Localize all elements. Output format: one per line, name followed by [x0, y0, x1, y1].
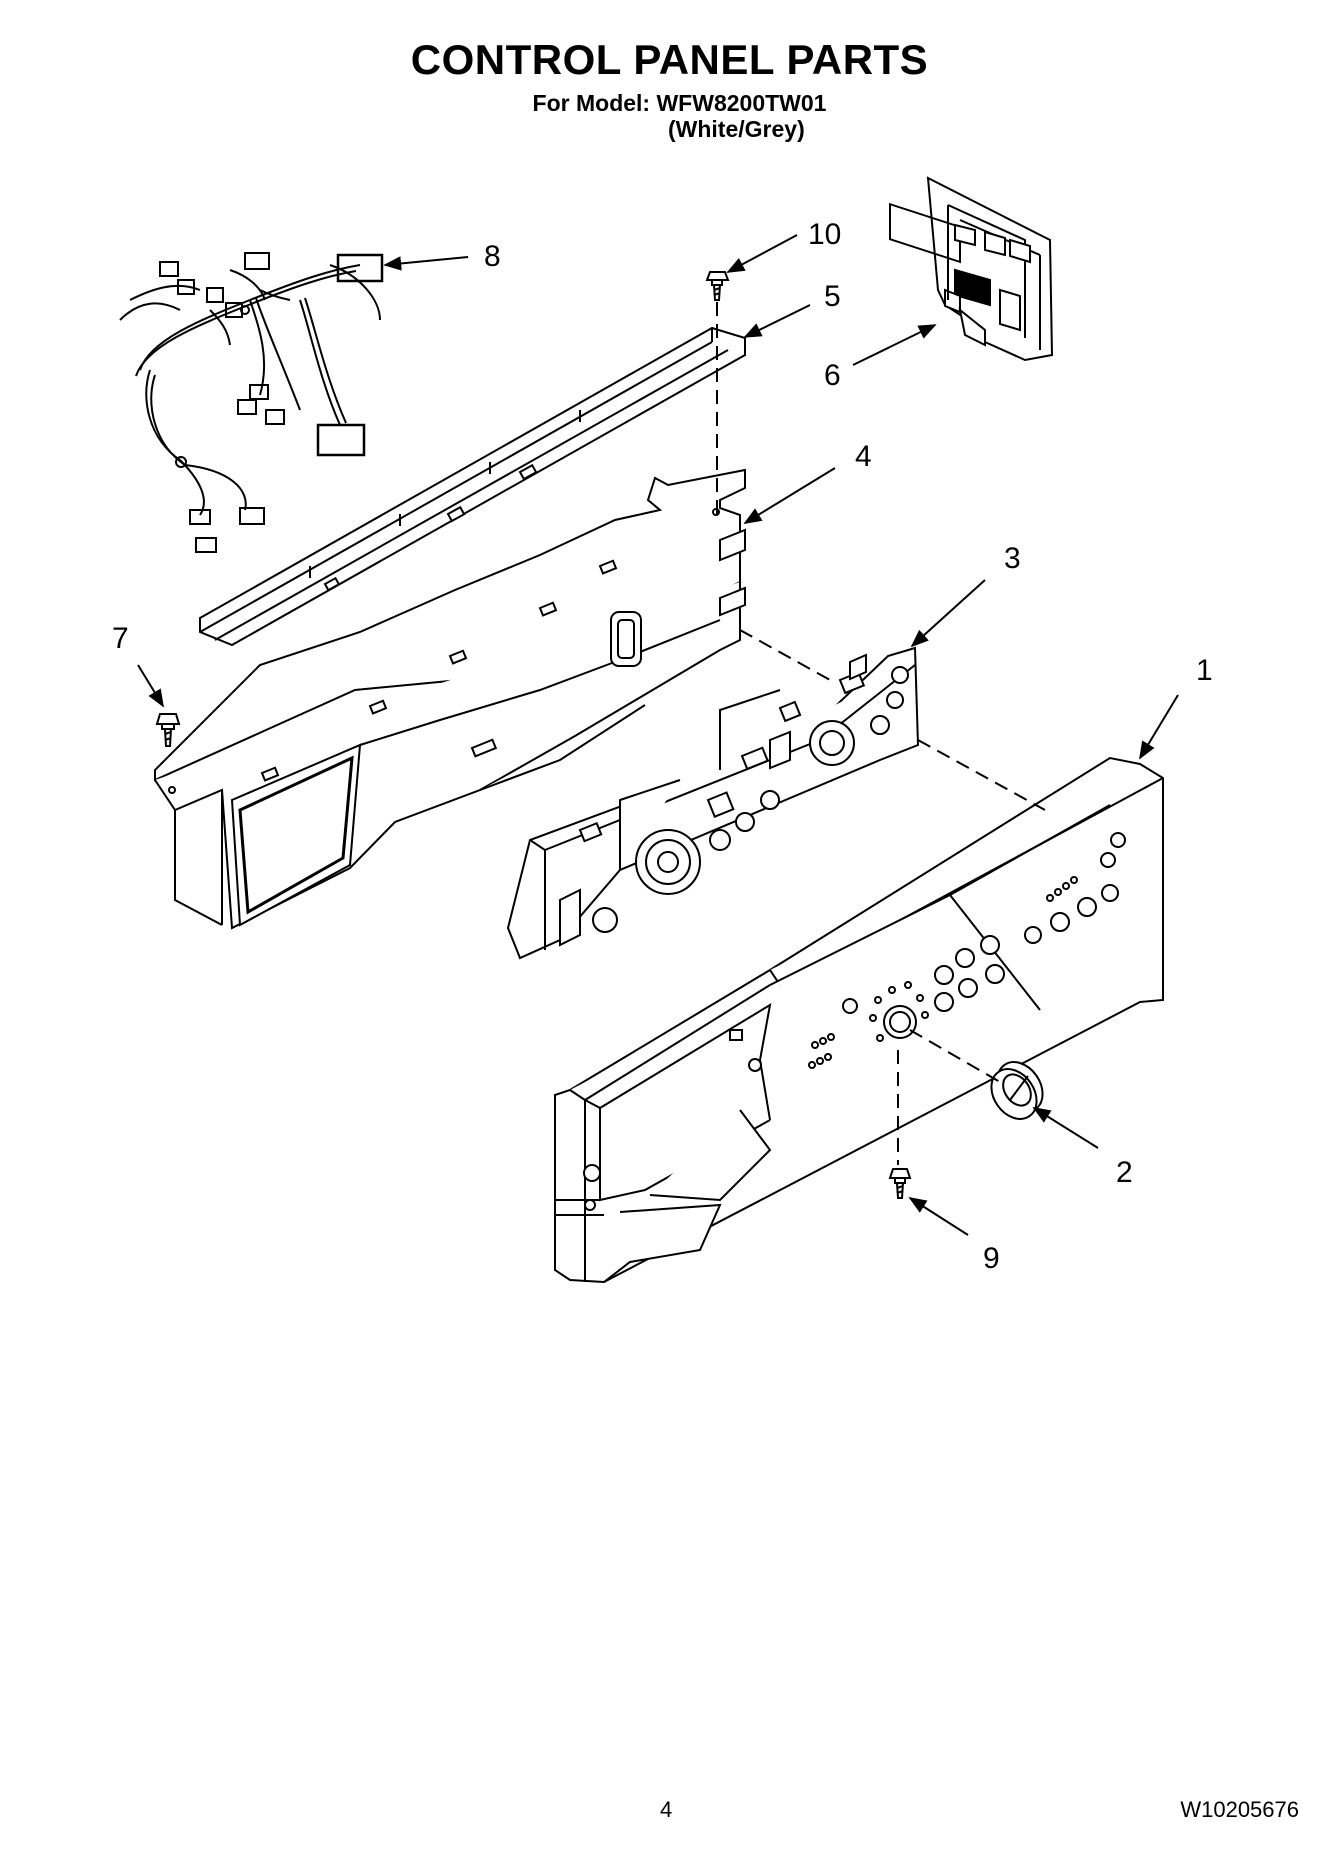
callout-1: 1: [1196, 654, 1213, 687]
page-number: 4: [660, 1797, 673, 1822]
callout-arrow-9: [908, 1197, 969, 1236]
selector-knob: [990, 1061, 1044, 1120]
main-control-board: [889, 176, 1054, 362]
callout-8: 8: [484, 240, 501, 273]
callout-arrow-6: [852, 324, 937, 366]
page-title: CONTROL PANEL PARTS: [410, 36, 929, 83]
callout-6: 6: [824, 359, 841, 392]
callout-labels: 1 2 3 4 5 6 7 8 9 10: [112, 218, 1213, 1275]
callout-arrow-1: [1139, 694, 1179, 760]
callout-arrow-10: [726, 234, 798, 273]
screw-7: [155, 713, 181, 747]
screw-9: [888, 1168, 912, 1199]
user-interface-board: [506, 646, 920, 960]
callout-arrows: [137, 234, 1179, 1236]
assembly-lines: [716, 302, 1046, 1165]
model-variant: (White/Grey): [668, 116, 805, 142]
wire-harness: [119, 252, 384, 553]
mounting-rail: [199, 326, 746, 647]
callout-9: 9: [983, 1242, 1000, 1275]
callout-arrow-4: [743, 467, 836, 524]
callout-2: 2: [1116, 1156, 1133, 1189]
callout-5: 5: [824, 280, 841, 313]
console-front-panel: [554, 756, 1164, 1284]
callout-arrow-5: [743, 304, 811, 338]
callout-arrow-7: [137, 664, 164, 708]
callout-arrow-2: [1032, 1107, 1099, 1149]
callout-4: 4: [855, 440, 872, 473]
callout-10: 10: [808, 218, 841, 251]
document-number: W10205676: [1180, 1797, 1299, 1822]
console-back-panel: [154, 468, 746, 930]
callout-arrow-3: [910, 579, 986, 648]
callout-7: 7: [112, 622, 129, 655]
model-line: For Model: WFW8200TW01: [532, 90, 827, 116]
callout-3: 3: [1004, 542, 1021, 575]
callout-arrow-8: [383, 256, 469, 271]
screw-10: [705, 271, 730, 301]
